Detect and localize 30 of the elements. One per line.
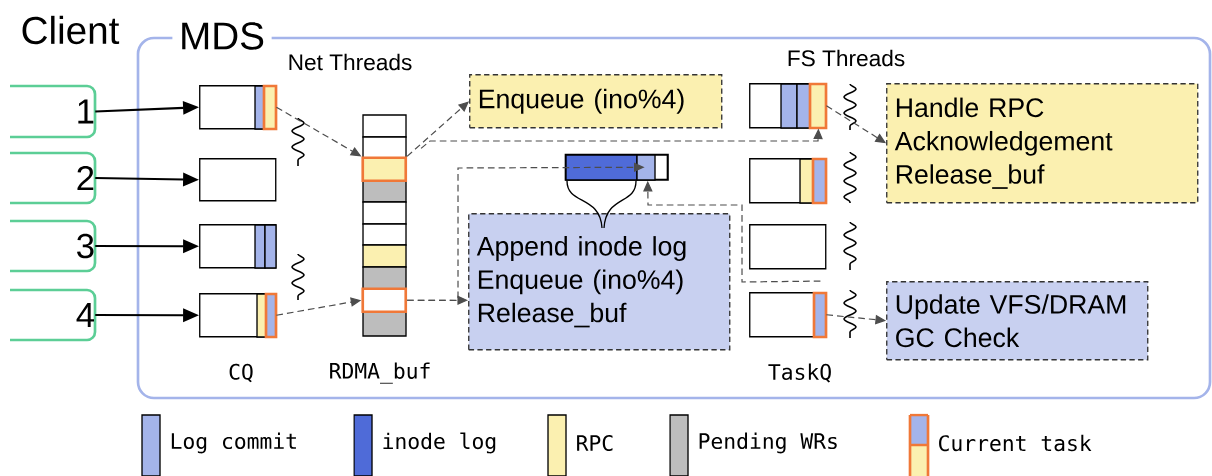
legend-label: Pending WRs [699,432,837,454]
group-label: FS Threads [788,49,905,67]
task-box: Append inode log Enqueue (ino%4) Release_buf [468,213,731,351]
client-tab: 2 [10,151,97,205]
task-box: Enqueue (ino%4) [469,74,723,129]
legend-label: inode log [383,432,496,454]
queue-box [199,158,277,202]
queue-box [199,224,277,269]
client-tab: 3 [10,219,97,273]
log-bar [564,153,669,181]
queue-box [199,292,278,339]
queue-box [749,157,828,205]
section-heading: Client [22,15,120,45]
queue-label: TaskQ [768,363,831,383]
queue-box [749,291,828,339]
legend-label: RPC [577,434,613,452]
client-tab: 1 [10,84,97,139]
queue-box [749,82,828,130]
legend-label: Log commit [171,432,296,454]
queue-label: RDMA_buf [330,362,430,384]
task-box: Update VFS/DRAM GC Check [886,281,1149,361]
task-box: Handle RPC Acknowledgement Release_buf [886,83,1199,204]
queue-label: CQ [229,363,253,383]
queue-box [749,224,827,270]
buffer-slot [361,156,408,183]
client-tab: 4 [10,288,97,342]
group-label: Net Threads [289,53,412,71]
buffer-slot [361,287,408,314]
queue-box [199,84,278,131]
legend-label: Current task [939,434,1092,452]
